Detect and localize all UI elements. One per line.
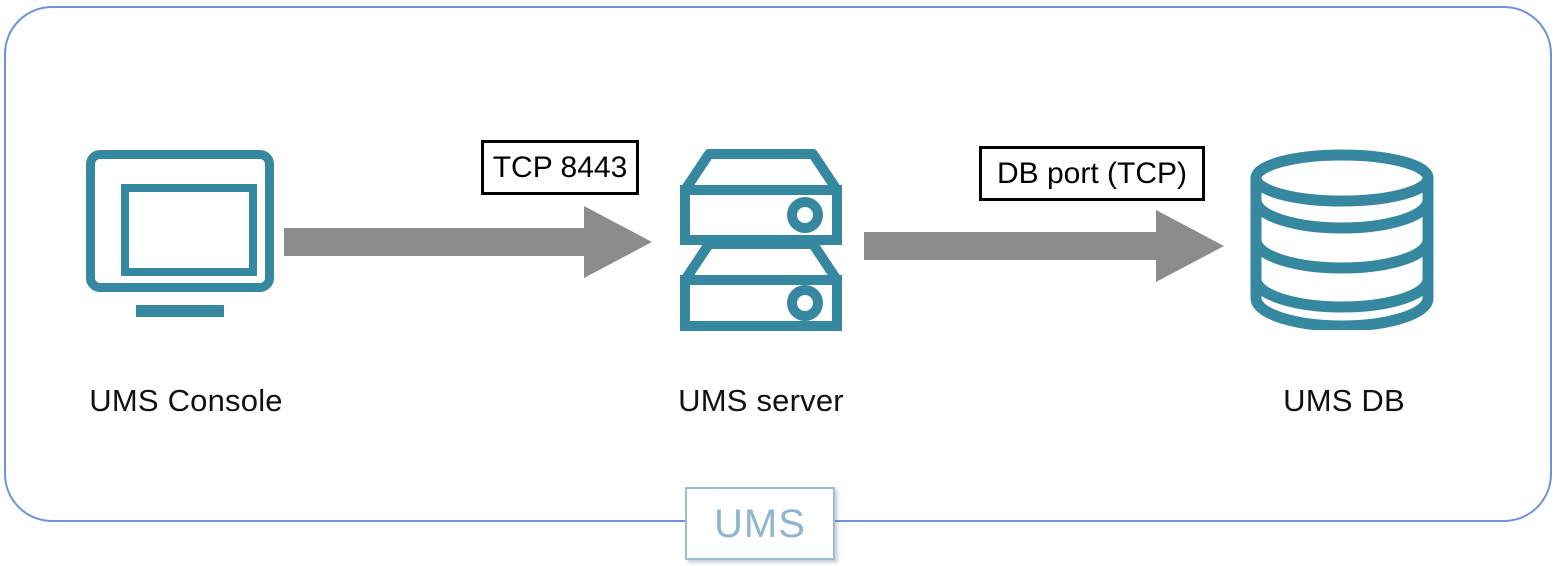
server-top-bevel-upper: [680, 149, 842, 195]
monitor-screen-icon: [121, 184, 257, 276]
label-tcp-8443: TCP 8443: [481, 140, 639, 195]
caption-ums-console: UMS Console: [89, 383, 283, 418]
server-rack-icon: [680, 149, 842, 331]
arrow-shape: [284, 206, 652, 278]
server-top-bevel-lower: [680, 239, 842, 285]
db-body: [1250, 172, 1434, 332]
label-db-port-tcp: DB port (TCP): [979, 146, 1205, 201]
caption-ums-db: UMS DB: [1283, 383, 1405, 418]
node-ums-server[interactable]: [663, 140, 859, 332]
server-indicator-lower-icon: [787, 285, 823, 321]
arrow-shape: [864, 210, 1224, 282]
node-ums-db[interactable]: [1246, 148, 1442, 332]
caption-ums-server: UMS server: [678, 383, 844, 418]
db-top-ellipse: [1250, 149, 1434, 207]
server-indicator-upper-icon: [787, 197, 823, 233]
db-divider-2: [1250, 234, 1434, 274]
node-ums-console[interactable]: [86, 150, 278, 320]
database-cylinder-icon: [1250, 149, 1434, 332]
arrow-console-to-server: [284, 202, 654, 287]
monitor-icon: [86, 150, 274, 292]
ums-badge-label: UMS: [714, 501, 806, 546]
monitor-stand-icon: [136, 305, 224, 317]
db-divider-1: [1250, 194, 1434, 234]
ums-badge: UMS: [685, 487, 835, 560]
db-divider-3: [1250, 273, 1434, 313]
arrow-server-to-db: [864, 208, 1226, 293]
